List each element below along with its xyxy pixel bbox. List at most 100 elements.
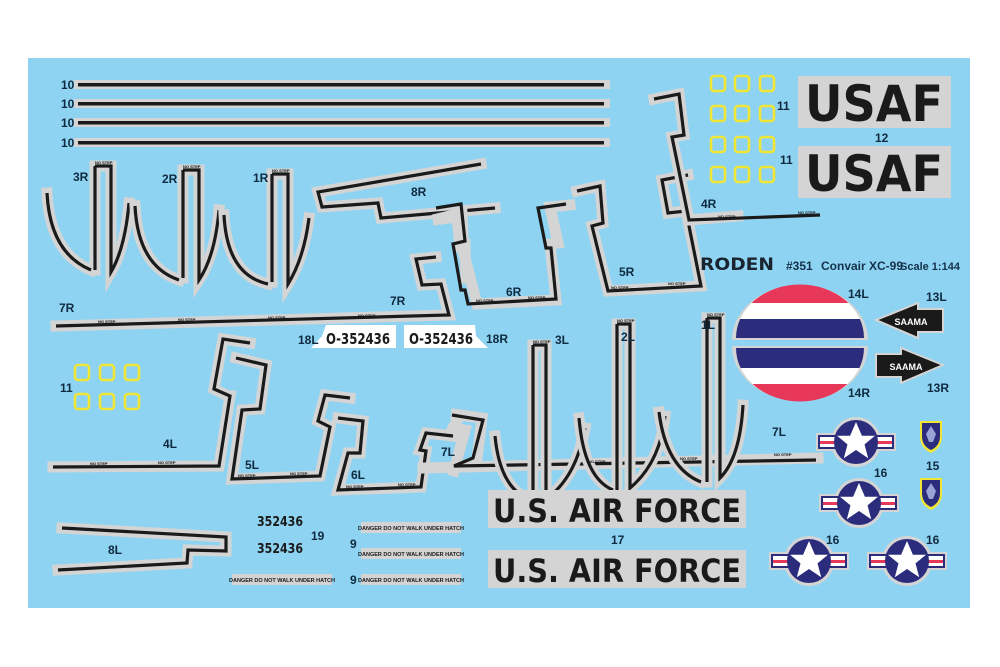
label-15: 15 bbox=[926, 459, 940, 473]
command-crest-15: 15 bbox=[920, 421, 942, 510]
svg-text:NO STEP: NO STEP bbox=[268, 315, 286, 320]
serial-decal-19: 352436 352436 19 bbox=[257, 515, 325, 557]
label-7r-2: 7R bbox=[390, 294, 406, 308]
svg-text:NO STEP: NO STEP bbox=[798, 210, 816, 215]
label-11: 11 bbox=[780, 153, 793, 167]
walkway-decal-6l: 6L bbox=[330, 411, 460, 496]
label-10: 10 bbox=[61, 78, 75, 92]
kit-number: #351 bbox=[786, 259, 813, 273]
window-frame-decals-11-left bbox=[73, 363, 141, 411]
label-9: 9 bbox=[350, 573, 357, 587]
label-14l: 14L bbox=[848, 287, 869, 301]
walkway-decal-5r: 5R bbox=[570, 168, 708, 297]
model-name: Convair XC-99 bbox=[821, 259, 903, 273]
svg-text:O-352436: O-352436 bbox=[409, 330, 473, 348]
label-6l: 6L bbox=[351, 468, 365, 482]
walkway-decal-5l: 5L bbox=[225, 351, 357, 485]
svg-text:O-352436: O-352436 bbox=[326, 330, 390, 348]
label-4l: 4L bbox=[163, 437, 177, 451]
svg-text:DANGER DO NOT WALK UNDER HATCH: DANGER DO NOT WALK UNDER HATCH bbox=[358, 578, 464, 584]
label-7l: 7L bbox=[441, 445, 455, 459]
rudder-stripes-14l: 14L bbox=[732, 284, 869, 340]
label-2r: 2R bbox=[162, 172, 178, 186]
label-11: 11 bbox=[60, 381, 73, 395]
svg-text:NO STEP: NO STEP bbox=[183, 164, 201, 169]
label-10: 10 bbox=[61, 116, 75, 130]
walkway-decal-3r: 3R bbox=[41, 160, 135, 293]
svg-text:USAF: USAF bbox=[805, 75, 943, 133]
label-9: 9 bbox=[350, 537, 357, 551]
danger-decals-9: DANGER DO NOT WALK UNDER HATCH DANGER DO… bbox=[229, 522, 464, 587]
walkway-decal-7r: 7R 7R bbox=[50, 250, 457, 332]
svg-text:NO STEP: NO STEP bbox=[588, 459, 606, 464]
walkway-decal-4r: 4R bbox=[647, 87, 821, 226]
label-8l: 8L bbox=[108, 543, 122, 557]
svg-text:DANGER DO NOT WALK UNDER HATCH: DANGER DO NOT WALK UNDER HATCH bbox=[358, 526, 464, 532]
label-10: 10 bbox=[61, 136, 75, 150]
label-10: 10 bbox=[61, 97, 75, 111]
svg-text:NO STEP: NO STEP bbox=[528, 295, 546, 300]
svg-text:NO STEP: NO STEP bbox=[178, 317, 196, 322]
label-5r: 5R bbox=[619, 265, 635, 279]
label-17: 17 bbox=[611, 533, 625, 547]
label-16: 16 bbox=[926, 533, 940, 547]
label-1l: 1L bbox=[701, 318, 715, 332]
label-18r: 18R bbox=[486, 332, 508, 346]
svg-text:352436: 352436 bbox=[257, 515, 303, 530]
svg-text:NO STEP: NO STEP bbox=[707, 312, 725, 317]
serial-decal-18l: O-352436 18L bbox=[298, 325, 396, 348]
svg-text:NO STEP: NO STEP bbox=[718, 214, 736, 219]
us-air-force-decal-17: U.S. AIR FORCE 17 U.S. AIR FORCE bbox=[488, 490, 746, 590]
svg-text:NO STEP: NO STEP bbox=[272, 168, 290, 173]
svg-text:NO STEP: NO STEP bbox=[617, 318, 635, 323]
svg-text:352436: 352436 bbox=[257, 542, 303, 557]
label-19: 19 bbox=[311, 529, 325, 543]
svg-text:NO STEP: NO STEP bbox=[476, 298, 494, 303]
label-14r: 14R bbox=[848, 386, 870, 400]
label-2l: 2L bbox=[621, 330, 635, 344]
window-frame-decals-11 bbox=[709, 74, 776, 184]
brand-logo: RODEN bbox=[700, 255, 774, 275]
label-7r: 7R bbox=[59, 301, 75, 315]
walkway-decal-8l: 8L bbox=[52, 522, 232, 576]
walkway-decal-1r: 1R bbox=[218, 168, 316, 304]
walkway-decal-4l: 4L bbox=[47, 332, 257, 473]
walkway-decal-6r: 6R bbox=[431, 198, 577, 310]
svg-text:NO STEP: NO STEP bbox=[98, 319, 116, 324]
svg-text:SAAMA: SAAMA bbox=[895, 317, 928, 327]
label-5l: 5L bbox=[245, 458, 259, 472]
svg-text:NO STEP: NO STEP bbox=[95, 160, 113, 165]
label-3r: 3R bbox=[73, 170, 89, 184]
svg-text:NO STEP: NO STEP bbox=[90, 461, 108, 466]
svg-text:NO STEP: NO STEP bbox=[346, 484, 364, 489]
svg-text:NO STEP: NO STEP bbox=[668, 281, 686, 286]
scale: Scale 1:144 bbox=[900, 261, 961, 273]
svg-text:NO STEP: NO STEP bbox=[398, 482, 416, 487]
label-13r: 13R bbox=[927, 381, 949, 395]
svg-text:NO STEP: NO STEP bbox=[680, 456, 698, 461]
svg-text:DANGER DO NOT WALK UNDER HATCH: DANGER DO NOT WALK UNDER HATCH bbox=[358, 552, 464, 558]
stripe-decals-10: 10 10 10 10 bbox=[61, 78, 610, 150]
svg-text:NO STEP: NO STEP bbox=[611, 285, 629, 290]
label-7l-2: 7L bbox=[772, 425, 786, 439]
decal-sheet: 10 10 10 10 3R 2R 1R 8R 7R 7R 6R bbox=[28, 58, 970, 608]
sheet-title: RODEN #351 Convair XC-99 Scale 1:144 bbox=[700, 255, 961, 275]
label-16: 16 bbox=[826, 533, 840, 547]
walkway-decal-2r: 2R bbox=[129, 164, 225, 299]
walkway-decal-3l: 3L bbox=[488, 333, 592, 510]
svg-text:NO STEP: NO STEP bbox=[358, 313, 376, 318]
label-18l: 18L bbox=[298, 333, 319, 347]
label-8r: 8R bbox=[411, 185, 427, 199]
label-13l: 13L bbox=[926, 290, 947, 304]
walkway-decal-2l: 2L bbox=[573, 318, 672, 500]
svg-text:USAF: USAF bbox=[805, 145, 943, 203]
label-6r: 6R bbox=[506, 285, 522, 299]
rudder-stripes-14r: 14R bbox=[732, 346, 870, 402]
no-step-stencils: NO STEP NO STEP NO STEP NO STEP NO STEP … bbox=[90, 160, 816, 489]
label-16: 16 bbox=[874, 466, 888, 480]
serial-decal-18r: O-352436 18R bbox=[404, 325, 508, 348]
label-11: 11 bbox=[777, 99, 790, 113]
svg-text:U.S. AIR FORCE: U.S. AIR FORCE bbox=[493, 492, 741, 530]
label-4r: 4R bbox=[701, 197, 717, 211]
svg-text:NO STEP: NO STEP bbox=[238, 473, 256, 478]
